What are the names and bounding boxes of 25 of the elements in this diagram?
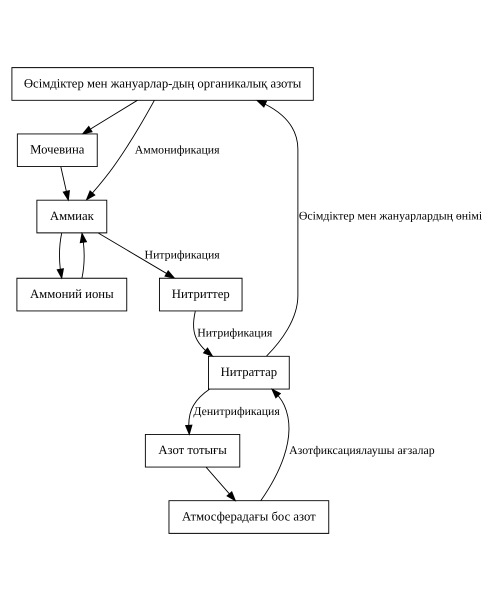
arrow xyxy=(82,99,138,134)
arrow xyxy=(206,466,236,502)
edge-label: Денитрификация xyxy=(193,403,280,418)
arrow xyxy=(60,166,70,201)
node-box: Атмосферадағы бос азот xyxy=(168,500,330,534)
edge-label: Нитрификация xyxy=(197,325,272,340)
edge-label: Аммонификация xyxy=(134,142,220,156)
edge-label: Азотфиксациялаушы ағзалар xyxy=(289,442,435,456)
node-box: Аммоний ионы xyxy=(16,277,128,311)
node-box: Азот тотығы xyxy=(144,433,240,468)
node-box: Мочевина xyxy=(16,132,98,167)
arrow xyxy=(98,232,176,278)
arrow xyxy=(56,232,64,280)
arrow xyxy=(260,388,290,501)
edge-label: Нитрификация xyxy=(144,247,220,262)
node-box: Аммиак xyxy=(36,199,108,233)
arrow xyxy=(80,231,88,278)
node-box: Нитраттар xyxy=(208,355,290,389)
arrow xyxy=(86,99,155,200)
arrow xyxy=(256,99,298,356)
arrow xyxy=(184,388,210,436)
node-box: Нитриттер xyxy=(158,277,243,311)
arrow xyxy=(193,310,214,357)
edge-label: Өсімдіктер мен жануарлардың өнімі xyxy=(298,208,482,222)
node-box: Өсімдіктер мен жануарлар-дың органикалық азоты xyxy=(11,66,314,100)
